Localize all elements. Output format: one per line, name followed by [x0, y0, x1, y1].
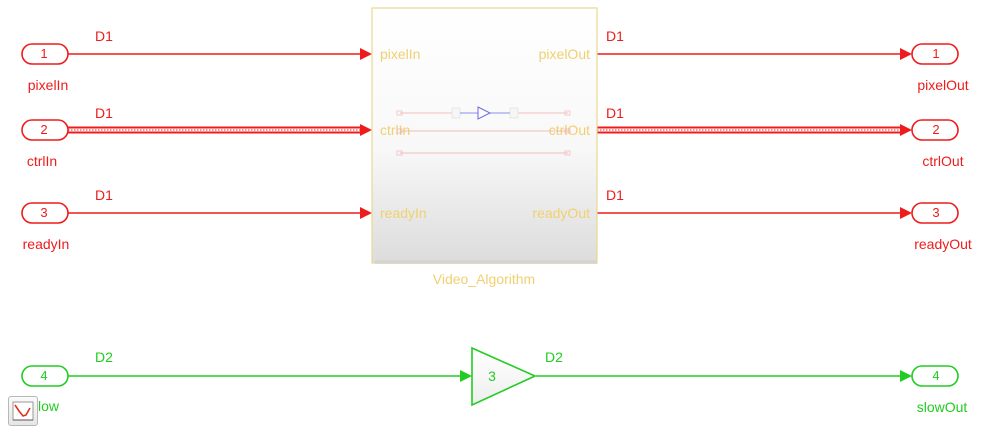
inport-number: 1 — [40, 46, 47, 61]
signal-bus-ctrlin[interactable] — [68, 124, 372, 136]
subsystem-port-readyin: readyIn — [380, 205, 427, 221]
subsystem-port-ctrlout: ctrlOut — [549, 122, 590, 138]
outport-label-slowout: slowOut — [917, 399, 968, 415]
subsystem-port-pixelin: pixelIn — [380, 46, 420, 62]
inport-label-slow: slow — [31, 398, 60, 414]
inport-block-slow[interactable]: 4 — [21, 365, 69, 387]
outport-number: 1 — [932, 46, 939, 61]
rate-label-readyout: D1 — [606, 187, 624, 203]
outport-label-pixelout: pixelOut — [917, 77, 968, 93]
inport-number: 2 — [40, 122, 47, 137]
subsystem-block-video-algorithm[interactable]: pixelIn ctrlIn readyIn pixelOut ctrlOut … — [371, 7, 598, 264]
rate-label-readyin: D1 — [95, 187, 113, 203]
subsystem-thumbnail — [396, 106, 571, 156]
outport-block-slowout[interactable]: 4 — [911, 365, 959, 387]
outport-block-pixelout[interactable]: 1 — [911, 43, 959, 65]
outport-block-readyout[interactable]: 3 — [911, 202, 959, 224]
inport-label-readyin: readyIn — [23, 236, 70, 252]
signal-line-slowout[interactable] — [536, 370, 912, 382]
inport-block-readyin[interactable]: 3 — [21, 202, 69, 224]
inport-label-pixelin: pixelIn — [28, 77, 68, 93]
rate-label-slowout: D2 — [545, 349, 563, 365]
signal-line-pixelout[interactable] — [597, 48, 912, 60]
inport-block-pixelin[interactable]: 1 — [21, 43, 69, 65]
rate-label-pixelout: D1 — [606, 28, 624, 44]
rate-label-ctrlout: D1 — [606, 105, 624, 121]
signal-bus-ctrlout[interactable] — [597, 124, 912, 136]
signal-line-pixelin[interactable] — [68, 48, 372, 60]
outport-number: 3 — [932, 205, 939, 220]
gain-value: 3 — [488, 368, 496, 384]
inport-number: 3 — [40, 205, 47, 220]
inport-number: 4 — [40, 368, 47, 383]
subsystem-name-label: Video_Algorithm — [433, 271, 535, 287]
subsystem-port-readyout: readyOut — [532, 205, 590, 221]
rate-label-pixelin: D1 — [95, 28, 113, 44]
outport-block-ctrlout[interactable]: 2 — [911, 119, 959, 141]
inport-block-ctrlin[interactable]: 2 — [21, 119, 69, 141]
outport-number: 4 — [932, 368, 939, 383]
outport-label-readyout: readyOut — [914, 236, 972, 252]
subsystem-port-pixelout: pixelOut — [539, 46, 590, 62]
signal-line-readyout[interactable] — [597, 207, 912, 219]
inport-label-ctrlin: ctrlIn — [27, 153, 57, 169]
rate-label-ctrlin: D1 — [95, 105, 113, 121]
sample-time-legend-icon — [12, 401, 34, 421]
signal-line-readyin[interactable] — [68, 207, 372, 219]
outport-label-ctrlout: ctrlOut — [922, 153, 963, 169]
subsystem-port-ctrlin: ctrlIn — [380, 122, 410, 138]
gain-block[interactable]: 3 — [471, 346, 537, 407]
signal-line-slow[interactable] — [68, 370, 472, 382]
rate-label-slow: D2 — [95, 349, 113, 365]
outport-number: 2 — [932, 122, 939, 137]
sample-time-legend-button[interactable] — [8, 396, 38, 426]
